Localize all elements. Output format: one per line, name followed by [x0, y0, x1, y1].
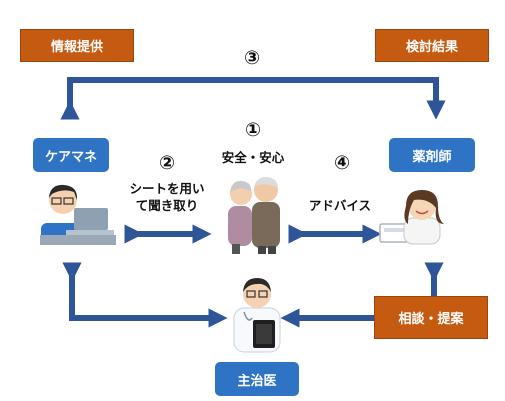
step2-label-line1: シートを用い [129, 181, 205, 196]
role-primary-doctor: 主治医 [215, 362, 299, 396]
step4-label: アドバイス [308, 198, 372, 213]
care-manager-at-laptop-icon [40, 184, 116, 245]
step2-label-line2: て聞き取り [135, 198, 199, 213]
elderly-couple-icon [228, 176, 280, 254]
arrow-step3-loop [60, 77, 446, 120]
tag-review-result: 検討結果 [375, 29, 489, 62]
step3-number: ③ [243, 47, 261, 69]
tag-consultation-proposal: 相談・提案 [374, 296, 488, 339]
step4-number: ④ [333, 152, 351, 174]
step2-number: ② [158, 152, 176, 174]
step1-label: 安全・安心 [221, 150, 285, 165]
arrow-caremanager-doctor [62, 262, 228, 328]
pharmacist-icon [379, 190, 444, 245]
role-care-manager: ケアマネ [33, 138, 109, 172]
tag-info-provision: 情報提供 [20, 29, 134, 62]
step1-number: ① [244, 119, 262, 141]
role-pharmacist: 薬剤師 [389, 138, 475, 172]
doctor-with-clipboard-icon [233, 278, 281, 353]
